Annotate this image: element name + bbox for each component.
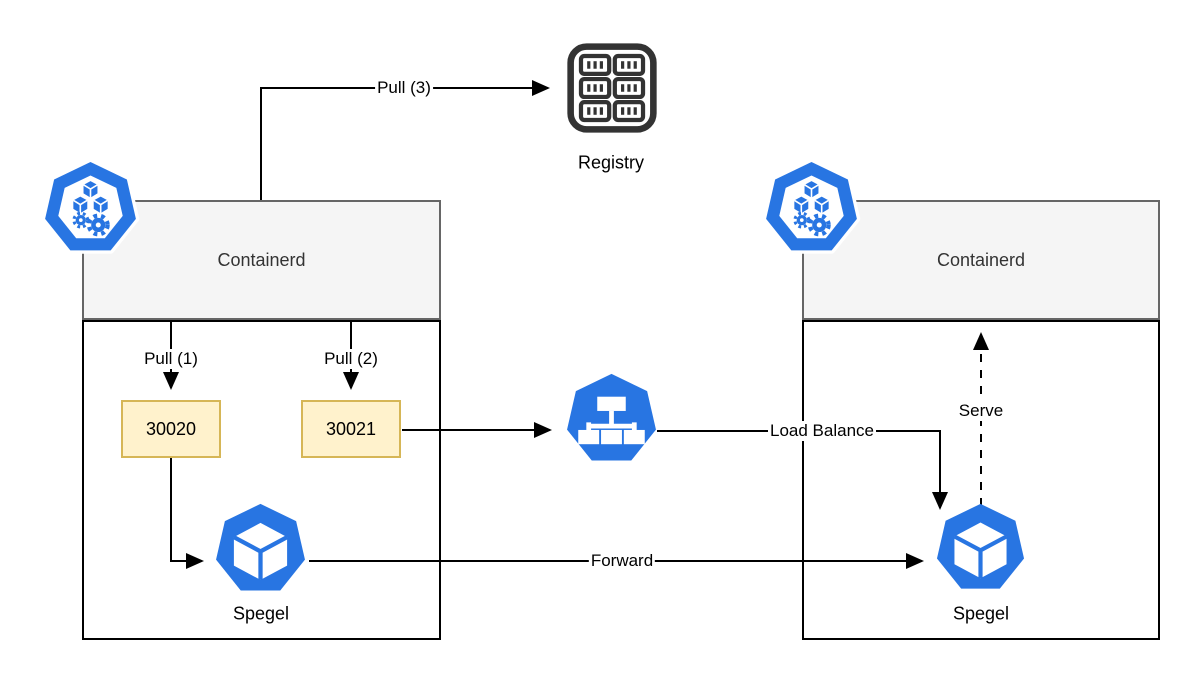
load-balancer-icon: [567, 373, 656, 461]
spegel-cube-icon: [936, 503, 1025, 589]
edge-label-pull-3: Pull (3): [375, 78, 433, 98]
cluster-left-title: Containerd: [217, 249, 306, 270]
port-30020-box: 30020: [121, 400, 221, 458]
port-30021-label: 30021: [325, 418, 377, 439]
kubernetes-workload-icon: [763, 160, 860, 257]
spegel-right-label: Spegel: [952, 603, 1010, 624]
edge-label-pull-1: Pull (1): [142, 349, 200, 369]
cluster-right-title: Containerd: [936, 249, 1026, 270]
edge-label-load-balance: Load Balance: [768, 421, 876, 441]
kubernetes-workload-icon: [42, 160, 139, 257]
cluster-left-header: Containerd: [82, 200, 441, 320]
cluster-left-body: [82, 320, 441, 640]
registry-label: Registry: [577, 152, 645, 173]
edge-label-serve: Serve: [956, 401, 1006, 421]
port-30021-box: 30021: [301, 400, 401, 458]
spegel-cube-icon: [216, 503, 305, 591]
registry-icon: [567, 43, 657, 133]
edge-pull-3: [260, 80, 550, 200]
edge-label-forward: Forward: [588, 551, 656, 571]
port-30020-label: 30020: [145, 418, 197, 439]
edge-label-pull-2: Pull (2): [322, 349, 380, 369]
spegel-left-label: Spegel: [232, 603, 290, 624]
cluster-right-header: Containerd: [802, 200, 1160, 320]
